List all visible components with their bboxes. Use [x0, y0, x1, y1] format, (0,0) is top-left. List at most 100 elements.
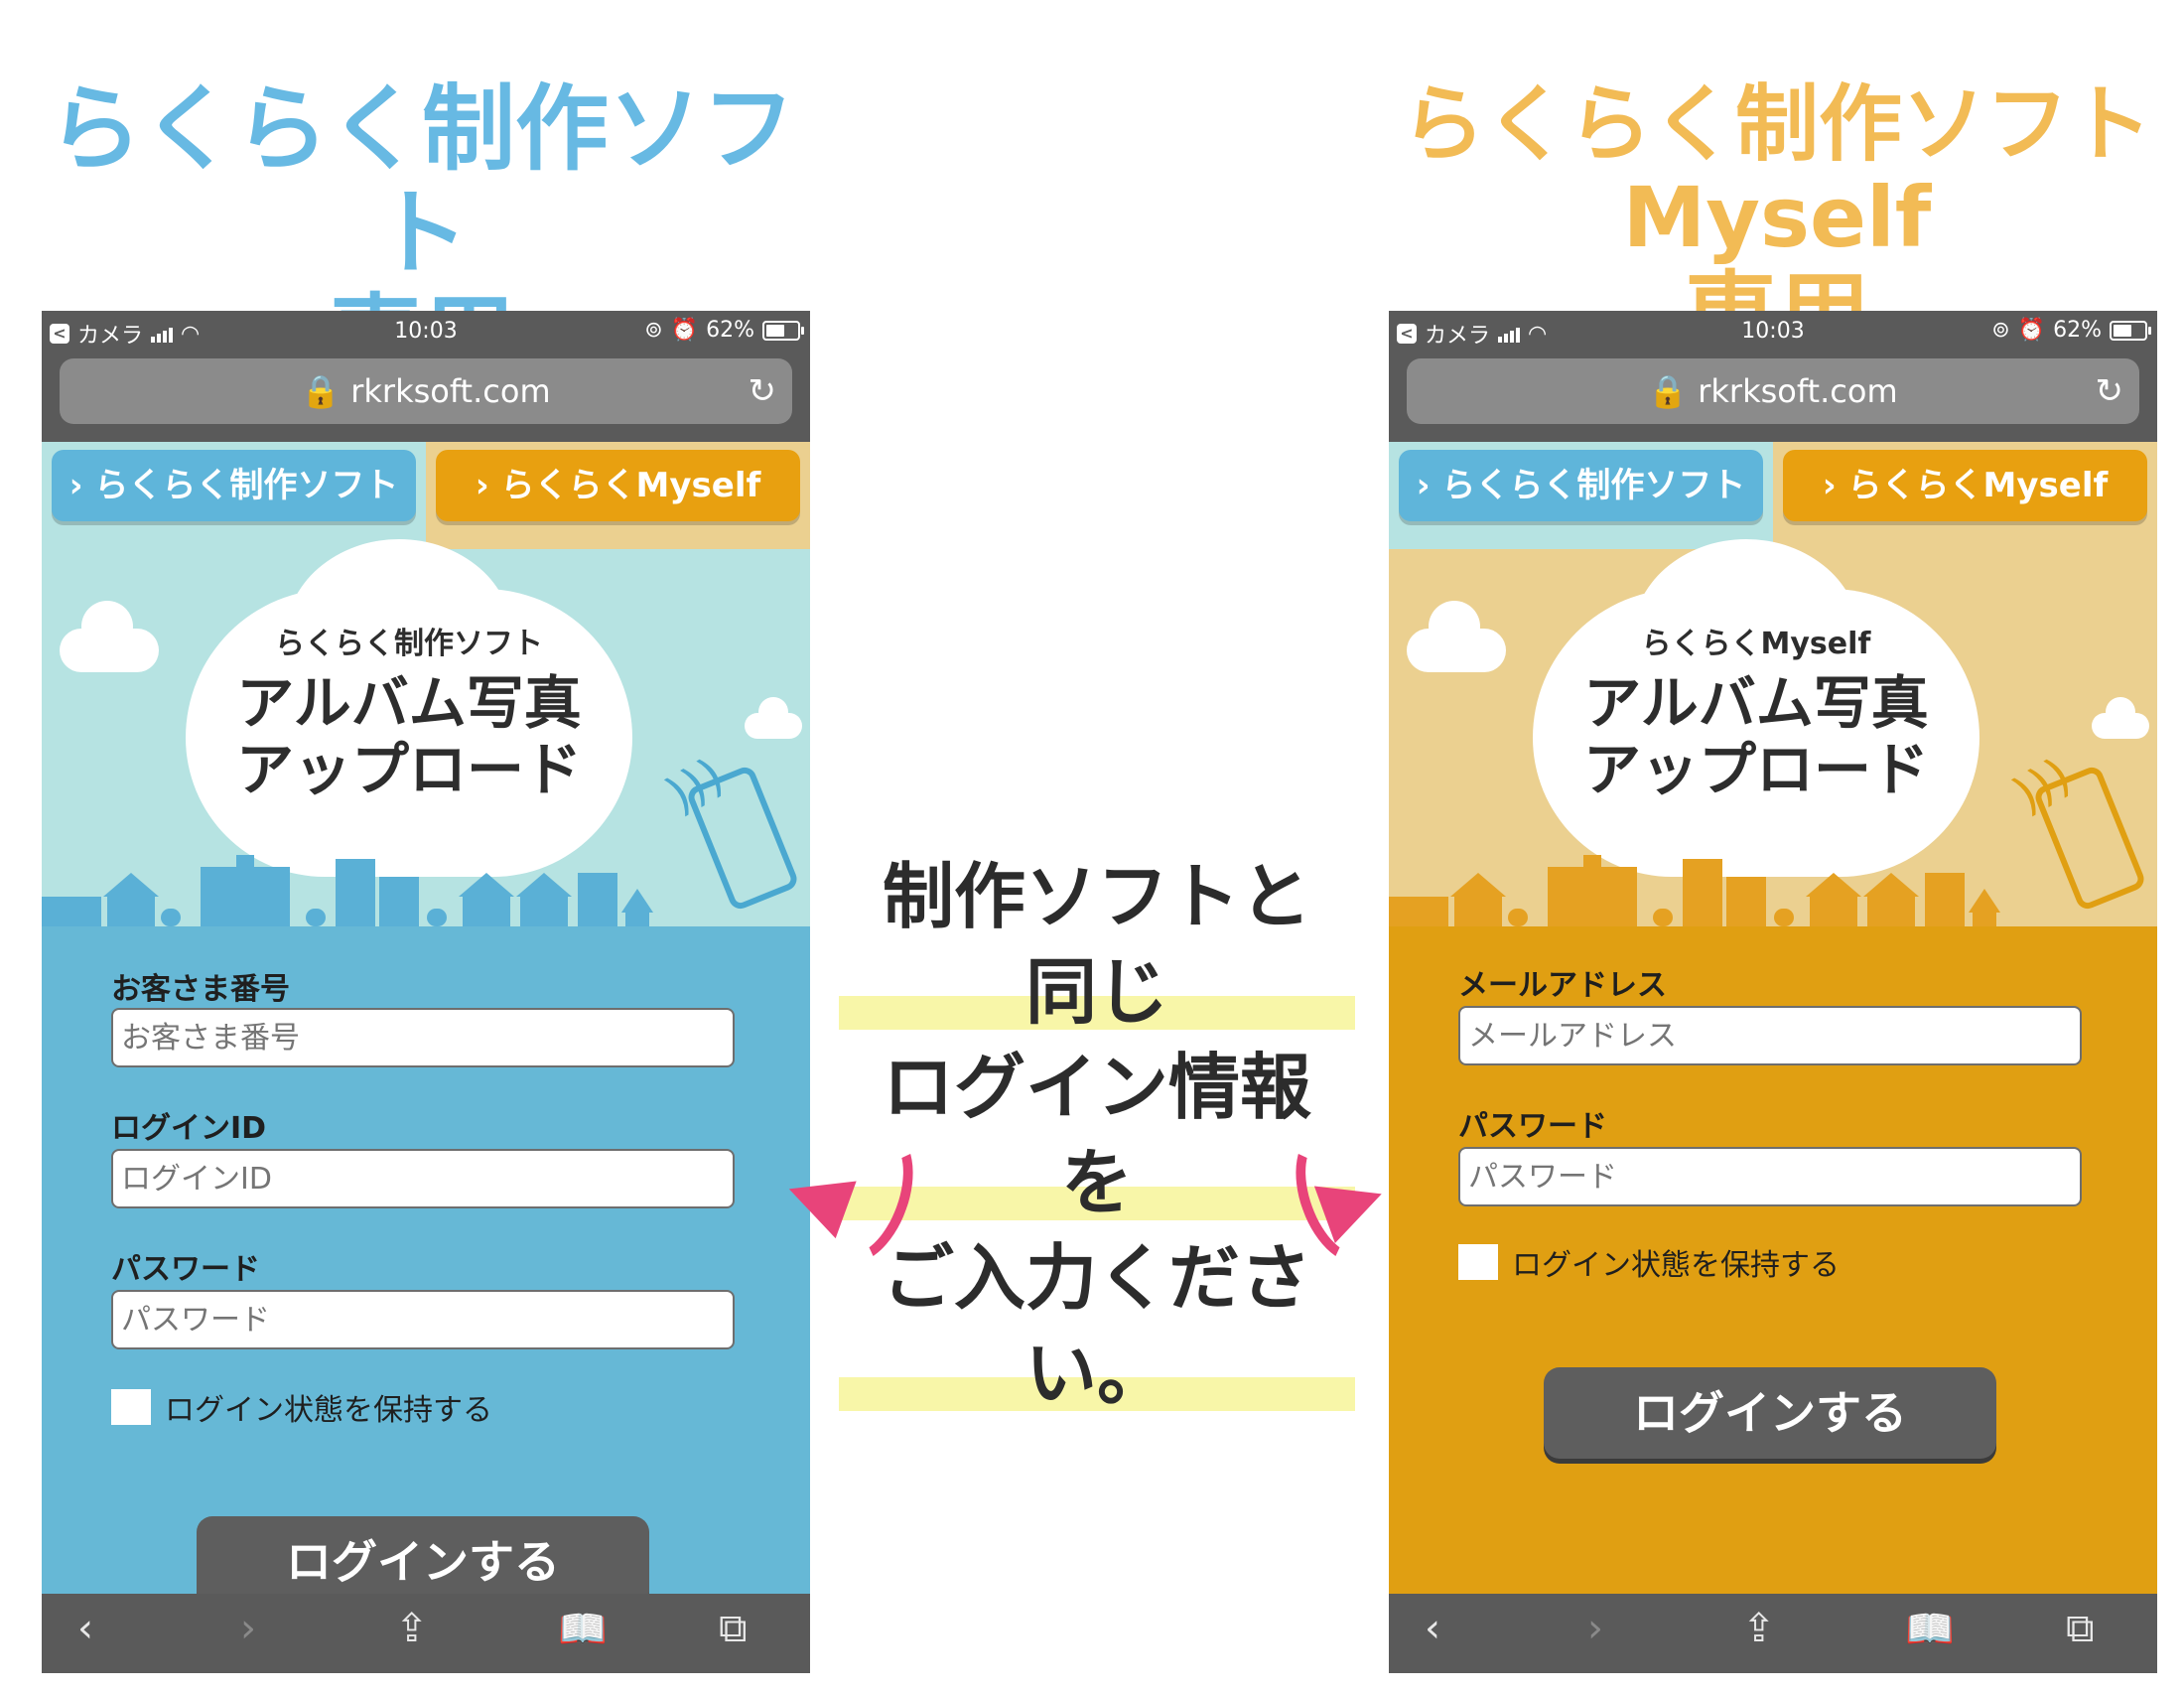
hero-title-line1: アルバム写真 [1583, 669, 1929, 737]
back-icon[interactable]: ‹ [77, 1606, 93, 1651]
cloud-illustration [745, 697, 802, 739]
remember-login-label: ログイン状態を保持する [1512, 1248, 1840, 1283]
message-line1: 制作ソフトと同じ [839, 849, 1355, 1040]
cloud-illustration [2092, 697, 2149, 739]
product-tabs: › らくらく制作ソフト › らくらくMyself [1389, 442, 2157, 549]
tab-arrow-icon: › [68, 466, 95, 505]
back-icon[interactable]: ‹ [1425, 1606, 1440, 1651]
battery-icon [762, 320, 804, 341]
back-to-app-icon[interactable]: < [50, 324, 69, 344]
wifi-icon: ◠ [181, 321, 201, 347]
city-skyline-illustration [42, 847, 677, 926]
remember-login-checkbox[interactable] [1458, 1244, 1498, 1280]
password-label: パスワード [111, 1252, 260, 1287]
address-bar[interactable]: 🔒rkrksoft.com ↻ [1407, 358, 2139, 424]
battery-icon [2110, 320, 2151, 341]
password-input[interactable] [1458, 1147, 2082, 1206]
alarm-icon: ⏰ [2017, 318, 2046, 343]
smartphone-illustration [2031, 764, 2148, 913]
hero-banner: らくらくMyself アルバム写真 アップロード ))) [1389, 539, 2157, 926]
smartphone-illustration [684, 764, 801, 913]
login-button[interactable]: ログインする [1544, 1367, 1996, 1459]
remember-login-row[interactable]: ログイン状態を保持する [1458, 1240, 1840, 1284]
share-icon[interactable]: ⇪ [1742, 1606, 1776, 1651]
status-time: 10:03 [1741, 319, 1805, 344]
login-id-label: ログインID [111, 1111, 267, 1146]
reload-icon[interactable]: ↻ [748, 371, 777, 411]
tab-label: らくらく制作ソフト [94, 466, 399, 505]
status-time: 10:03 [394, 319, 458, 344]
page-content: › らくらく制作ソフト › らくらくMyself らくらく制作ソフト アルバム写… [42, 442, 810, 1597]
tab-label: らくらく制作ソフト [1441, 466, 1746, 505]
email-label: メールアドレス [1458, 968, 1667, 1003]
address-bar[interactable]: 🔒rkrksoft.com ↻ [60, 358, 792, 424]
customer-number-input[interactable] [111, 1008, 735, 1067]
tab-rakuraku-myself[interactable]: › らくらくMyself [1783, 450, 2147, 521]
product-tabs: › らくらく制作ソフト › らくらくMyself [42, 442, 810, 549]
hero-title-line1: アルバム写真 [236, 669, 582, 737]
browser-url-area: 🔒rkrksoft.com ↻ [42, 353, 810, 442]
remember-login-label: ログイン状態を保持する [165, 1393, 492, 1428]
hero-title-line2: アップロード [1582, 735, 1929, 803]
remember-login-row[interactable]: ログイン状態を保持する [111, 1385, 492, 1429]
password-label: パスワード [1458, 1109, 1607, 1144]
tab-rakuraku-software[interactable]: › らくらく制作ソフト [1399, 450, 1763, 521]
tab-rakuraku-myself[interactable]: › らくらくMyself [436, 450, 800, 521]
hero-title-line2: アップロード [235, 735, 582, 803]
hero-title-block: らくらく制作ソフト アルバム写真 アップロード [186, 619, 632, 802]
signal-icon [151, 325, 174, 343]
message-line2: ログイン情報を [839, 1040, 1355, 1230]
share-icon[interactable]: ⇪ [395, 1606, 429, 1651]
tab-label: らくらくMyself [500, 466, 761, 505]
tab-rakuraku-software[interactable]: › らくらく制作ソフト [52, 450, 416, 521]
tab-arrow-icon: › [1416, 466, 1442, 505]
browser-toolbar: ‹ › ⇪ 📖 ⧉ [1389, 1594, 2157, 1673]
login-id-input[interactable] [111, 1149, 735, 1208]
rotation-lock-icon: ⊚ [644, 318, 663, 343]
tab-label: らくらくMyself [1847, 466, 2109, 505]
forward-icon[interactable]: › [240, 1606, 256, 1651]
alarm-icon: ⏰ [670, 318, 699, 343]
reload-icon[interactable]: ↻ [2095, 371, 2124, 411]
cloud-illustration [1407, 601, 1506, 672]
tabs-icon[interactable]: ⧉ [2066, 1606, 2095, 1651]
hero-cloud [1533, 539, 1979, 877]
message-line3: ご入力ください。 [839, 1230, 1355, 1421]
forward-icon[interactable]: › [1587, 1606, 1603, 1651]
remember-login-checkbox[interactable] [111, 1389, 151, 1425]
back-app-label[interactable]: カメラ [77, 324, 144, 349]
status-bar: < カメラ ◠ 10:03 ⊚ ⏰ 62% [1389, 311, 2157, 353]
customer-number-label: お客さま番号 [111, 972, 290, 1007]
tab-arrow-icon: › [1822, 466, 1848, 505]
browser-toolbar: ‹ › ⇪ 📖 ⧉ [42, 1594, 810, 1673]
battery-percent: 62% [706, 318, 754, 343]
lock-icon: 🔒 [1648, 372, 1689, 410]
email-input[interactable] [1458, 1006, 2082, 1065]
browser-url-area: 🔒rkrksoft.com ↻ [1389, 353, 2157, 442]
battery-fill [766, 324, 784, 337]
battery-percent: 62% [2053, 318, 2102, 343]
tab-arrow-icon: › [475, 466, 501, 505]
hero-banner: らくらく制作ソフト アルバム写真 アップロード ))) [42, 539, 810, 926]
right-heading-line1: らくらく制作ソフトMyself [1401, 75, 2152, 267]
hero-cloud [186, 539, 632, 877]
page-content: › らくらく制作ソフト › らくらくMyself らくらくMyself アルバム… [1389, 442, 2157, 1597]
bookmarks-icon[interactable]: 📖 [1905, 1607, 1955, 1652]
hero-subtitle: らくらくMyself [1641, 627, 1871, 661]
bookmarks-icon[interactable]: 📖 [558, 1607, 608, 1652]
back-to-app-icon[interactable]: < [1397, 324, 1417, 344]
login-button[interactable]: ログインする [197, 1516, 649, 1597]
city-skyline-illustration [1389, 847, 2024, 926]
url-text: rkrksoft.com [1698, 372, 1898, 410]
rotation-lock-icon: ⊚ [1991, 318, 2010, 343]
tabs-icon[interactable]: ⧉ [719, 1606, 748, 1651]
url-text: rkrksoft.com [350, 372, 551, 410]
lock-icon: 🔒 [301, 372, 341, 410]
wifi-icon: ◠ [1528, 321, 1548, 347]
phone-screenshot-right: < カメラ ◠ 10:03 ⊚ ⏰ 62% 🔒rkrksoft.com ↻ › … [1389, 311, 2157, 1673]
status-bar: < カメラ ◠ 10:03 ⊚ ⏰ 62% [42, 311, 810, 353]
password-input[interactable] [111, 1290, 735, 1349]
back-app-label[interactable]: カメラ [1425, 324, 1491, 349]
hero-subtitle: らくらく制作ソフト [275, 627, 543, 661]
cloud-illustration [60, 601, 159, 672]
